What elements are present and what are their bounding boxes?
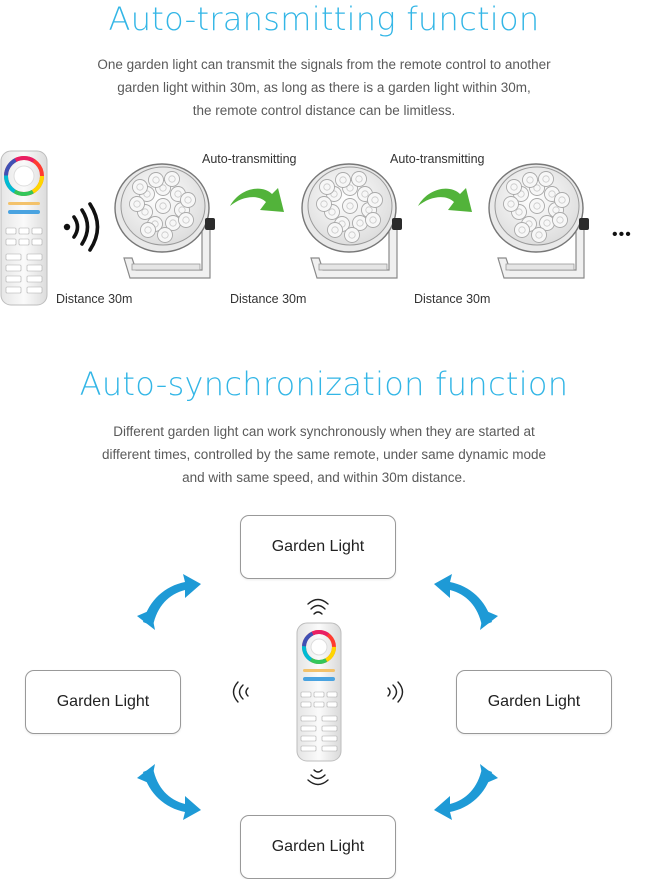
sync-arrow-icon (137, 764, 201, 820)
distance-label: Distance 30m (414, 292, 491, 306)
distance-label: Distance 30m (56, 292, 133, 306)
garden-light-box-left: Garden Light (25, 670, 181, 734)
signal-waves-icon (63, 202, 100, 252)
signal-waves-right-icon (387, 681, 404, 703)
center-remote-control-icon (296, 622, 342, 762)
sync-title: Auto-synchronization function (79, 365, 569, 403)
sync-arrow-icon (137, 574, 201, 630)
garden-light-icon (297, 160, 407, 295)
sync-arrow-icon (434, 764, 498, 820)
sync-description: Different garden light can work synchron… (40, 420, 608, 489)
transmit-description: One garden light can transmit the signal… (40, 53, 608, 122)
green-curved-arrow-icon (418, 188, 472, 212)
sync-description-line: and with same speed, and within 30m dist… (182, 470, 466, 485)
signal-waves-left-icon (232, 681, 249, 703)
sync-description-line: Different garden light can work synchron… (113, 424, 535, 439)
sync-description-line: different times, controlled by the same … (102, 447, 546, 462)
auto-transmitting-label: Auto-transmitting (390, 152, 485, 166)
garden-light-box-top: Garden Light (240, 515, 396, 579)
sync-arrow-icon (434, 574, 498, 630)
auto-transmitting-label: Auto-transmitting (202, 152, 297, 166)
signal-waves-down-icon (307, 769, 329, 786)
ellipsis: ••• (612, 226, 632, 243)
transmit-description-line: garden light within 30m, as long as ther… (117, 80, 531, 95)
garden-light-icon (484, 160, 594, 295)
garden-light-icon (110, 160, 220, 295)
remote-control-icon (0, 150, 48, 306)
signal-waves-up-icon (307, 598, 329, 615)
transmit-description-line: the remote control distance can be limit… (192, 103, 456, 118)
transmit-description-line: One garden light can transmit the signal… (97, 57, 551, 72)
transmit-title: Auto-transmitting function (108, 0, 540, 38)
garden-light-box-right: Garden Light (456, 670, 612, 734)
garden-light-box-bottom: Garden Light (240, 815, 396, 879)
distance-label: Distance 30m (230, 292, 307, 306)
green-curved-arrow-icon (230, 188, 284, 212)
